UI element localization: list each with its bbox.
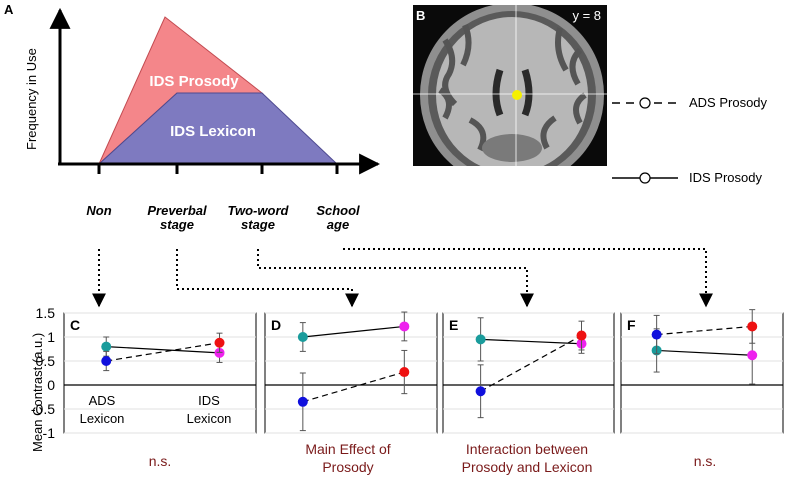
panel-letter: E — [449, 317, 458, 333]
captions: n.s. Main Effect of Prosody Interaction … — [149, 441, 717, 475]
stage-label: age — [327, 217, 349, 232]
connector-preverbal — [176, 249, 359, 308]
bottom-ylabel: Mean Contrast (a.u.) — [30, 333, 45, 452]
y-tick-label: 0.5 — [36, 353, 56, 369]
ads-prosody-line — [656, 325, 753, 336]
panel-frame — [620, 312, 784, 434]
panel-letter: C — [70, 317, 80, 333]
stage-labels: Non Preverbal stage Two-word stage Schoo… — [86, 203, 360, 232]
ids-prosody-line — [656, 349, 753, 356]
ids-prosody-line — [106, 346, 220, 354]
category-label: ADS — [89, 393, 116, 408]
connector-school — [343, 248, 713, 308]
data-point — [747, 321, 758, 332]
caption-d-line1: Main Effect of — [305, 441, 390, 457]
legend-ads-prosody: ADS Prosody — [689, 95, 768, 110]
panel-a-ticks — [97, 164, 339, 174]
panel-b-letter: B — [416, 8, 425, 23]
panel-frame — [264, 312, 438, 434]
ads-prosody-line — [106, 342, 220, 362]
legend: ADS Prosody IDS Prosody — [612, 95, 768, 185]
data-point — [475, 334, 486, 345]
ids-prosody-line — [302, 325, 405, 338]
data-point — [101, 356, 112, 366]
category-label: IDS — [198, 393, 220, 408]
y-tick-label: -1 — [43, 425, 56, 441]
ids-prosody-line — [480, 338, 582, 345]
data-point — [214, 337, 225, 348]
chart-panel-c: C — [63, 312, 257, 434]
data-point — [399, 367, 410, 378]
data-point — [101, 341, 112, 352]
ids-prosody-label: IDS Prosody — [149, 73, 239, 90]
stage-label: stage — [241, 217, 275, 232]
stage-label: stage — [160, 217, 194, 232]
caption-e-line2: Prosody and Lexicon — [462, 459, 593, 475]
stage-label: Non — [86, 203, 111, 218]
legend-ids-prosody: IDS Prosody — [689, 170, 762, 185]
connector-arrows — [92, 248, 713, 308]
stage-label: School — [316, 203, 360, 218]
data-point — [747, 350, 758, 361]
ads-prosody-line — [302, 371, 405, 403]
data-point — [576, 330, 587, 341]
panel-frame — [63, 312, 257, 434]
caption-c: n.s. — [149, 453, 172, 469]
y-tick-label: -0.5 — [31, 401, 55, 417]
category-label: Lexicon — [80, 411, 125, 426]
y-ticks: 1.5 1 0.5 0 -0.5 -1 — [31, 305, 55, 441]
chart-panel-d: D — [264, 311, 438, 434]
caption-e-line1: Interaction between — [466, 441, 588, 457]
data-point — [651, 329, 662, 340]
data-point — [297, 332, 308, 342]
brain-slice-drawing — [420, 5, 604, 166]
connector-two-word — [257, 249, 534, 308]
ids-lexicon-label: IDS Lexicon — [170, 123, 256, 140]
data-point — [475, 386, 486, 397]
category-label: Lexicon — [187, 411, 232, 426]
legend-dashed-marker — [639, 97, 651, 109]
data-point — [399, 321, 410, 332]
panel-a: A Frequency in Use IDS Prosody IDS Lexic… — [4, 2, 381, 232]
caption-d-line2: Prosody — [322, 459, 373, 475]
panel-a-letter: A — [4, 2, 14, 17]
panel-c-categories: ADS Lexicon IDS Lexicon — [80, 393, 232, 426]
y-tick-label: 1 — [47, 329, 55, 345]
chart-panel-e: E — [442, 312, 615, 434]
panel-letter: F — [627, 317, 636, 333]
y-tick-label: 1.5 — [36, 305, 56, 321]
y-tick-label: 0 — [47, 377, 55, 393]
legend-solid-marker — [639, 172, 651, 184]
slice-coordinate-label: y = 8 — [572, 8, 601, 23]
stage-label: Preverbal — [147, 203, 207, 218]
panel-b: B y = 8 — [413, 5, 607, 166]
caption-f: n.s. — [694, 453, 717, 469]
panel-frame — [442, 312, 615, 434]
panel-letter: D — [271, 317, 281, 333]
panel-a-ylabel: Frequency in Use — [24, 48, 39, 150]
stage-label: Two-word — [228, 203, 290, 218]
chart-panel-f: F — [620, 309, 784, 434]
data-point — [297, 396, 308, 407]
activation-blob — [512, 90, 522, 100]
